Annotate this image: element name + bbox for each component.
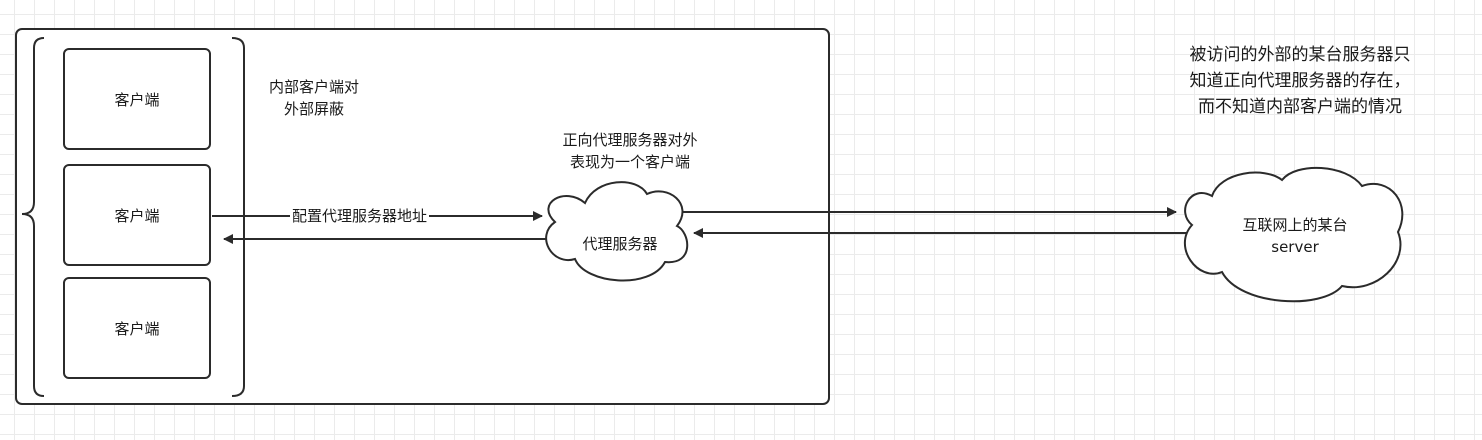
client-box-1: 客户端 [63, 48, 211, 150]
server-label-line-2: server [1271, 238, 1319, 256]
server-label-line-1: 互联网上的某台 [1242, 216, 1348, 234]
proxy-note-line-1: 正向代理服务器对外 [562, 131, 698, 149]
server-note: 被访问的外部的某台服务器只 知道正向代理服务器的存在， 而不知道内部客户端的情况 [1130, 42, 1470, 120]
client-box-3: 客户端 [63, 277, 211, 379]
proxy-label: 代理服务器 [582, 235, 658, 253]
proxy-note-line-2: 表现为一个客户端 [569, 153, 690, 171]
client-label: 客户端 [114, 206, 160, 225]
left-brace [21, 37, 45, 397]
internal-note-line-2: 外部屏蔽 [283, 100, 344, 118]
proxy-note: 正向代理服务器对外 表现为一个客户端 [530, 129, 730, 173]
proxy-cloud [545, 181, 689, 282]
server-label: 互联网上的某台 server [1210, 214, 1380, 258]
client-label: 客户端 [114, 90, 160, 109]
server-note-line-1: 被访问的外部的某台服务器只 [1189, 45, 1411, 65]
client-box-2: 客户端 [63, 164, 211, 266]
internal-note: 内部客户端对 外部屏蔽 [250, 76, 378, 120]
server-note-line-2: 知道正向代理服务器的存在， [1189, 71, 1411, 91]
config-edge-label: 配置代理服务器地址 [290, 205, 430, 227]
client-label: 客户端 [114, 319, 160, 338]
server-cloud [1184, 166, 1404, 303]
server-note-line-3: 而不知道内部客户端的情况 [1198, 97, 1402, 117]
internal-note-line-1: 内部客户端对 [268, 78, 359, 96]
